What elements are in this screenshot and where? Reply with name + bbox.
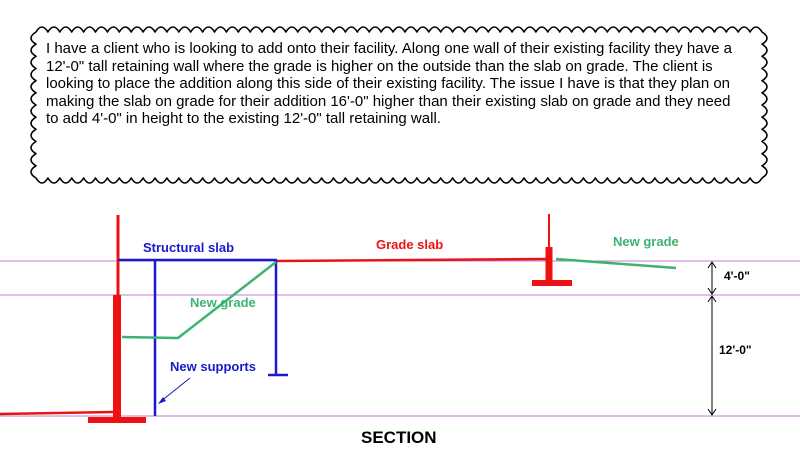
dimension-arrow-lower-bottom — [707, 408, 717, 416]
structural-slab-label: Structural slab — [143, 240, 234, 255]
new-supports-label: New supports — [170, 359, 256, 374]
cloud-outline — [30, 26, 768, 184]
dimension-arrow-upper-bottom — [707, 287, 717, 295]
wall-footing — [88, 417, 146, 423]
new-grade-left-line — [121, 261, 277, 340]
dimension-arrow-upper-top — [707, 261, 717, 269]
new-supports-leader — [159, 377, 191, 403]
grade-slab-line — [275, 257, 551, 263]
grade-slab-footing — [532, 280, 572, 286]
grade-slab — [275, 214, 572, 286]
diagram-labels: Structural slab Grade slab New grade New… — [143, 234, 752, 447]
existing-slab-line — [0, 410, 114, 416]
new-grade-right-line — [555, 257, 677, 270]
new-grade-left-label: New grade — [190, 295, 256, 310]
dimension-lines — [707, 261, 717, 416]
cloud-callout — [30, 26, 768, 184]
section-title: SECTION — [361, 428, 437, 447]
existing-retaining-wall — [0, 215, 146, 423]
dimension-label-upper: 4'-0" — [724, 269, 750, 283]
dimension-label-lower: 12'-0" — [719, 343, 752, 357]
new-supports-leader-arrow — [158, 397, 166, 404]
new-grade-lines — [121, 257, 677, 340]
wall-stem — [113, 295, 121, 419]
grade-slab-label: Grade slab — [376, 237, 443, 252]
callout-text: I have a client who is looking to add on… — [46, 40, 732, 127]
new-grade-right-label: New grade — [613, 234, 679, 249]
dimension-arrow-lower-top — [707, 295, 717, 303]
